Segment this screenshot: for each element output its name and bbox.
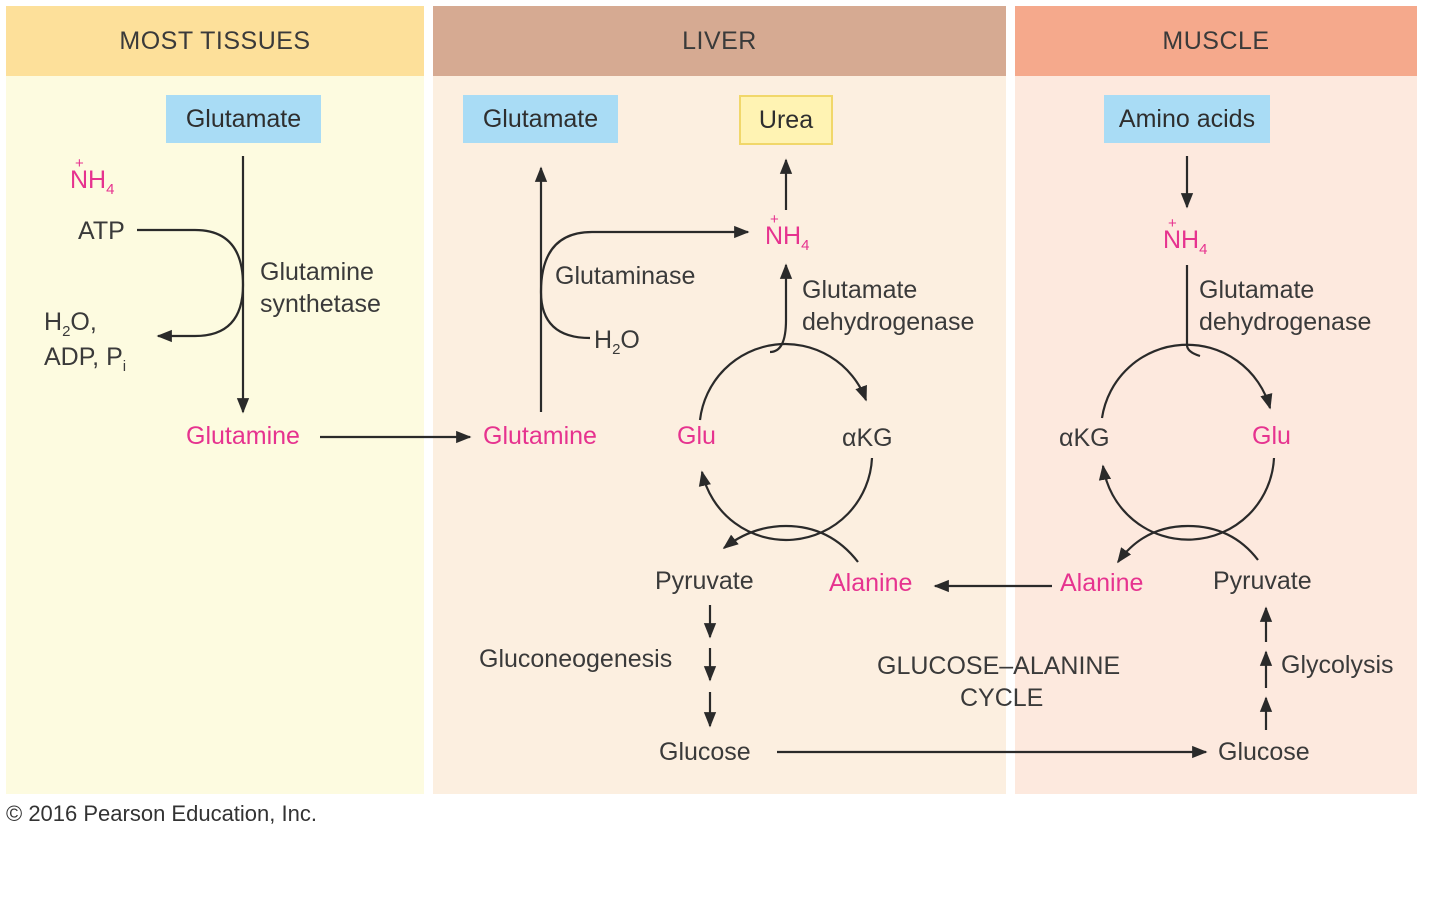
copyright-text: © 2016 Pearson Education, Inc. [6, 801, 317, 826]
h2o-sub: 2 [62, 323, 71, 340]
amino-acids-box: Amino acids [1104, 95, 1270, 143]
glycolysis-label: Glycolysis [1281, 651, 1394, 679]
liver-akg-label: αKG [842, 424, 893, 452]
muscle-nh4-sub: 4 [1199, 241, 1208, 258]
adp-pi-label: ADP, Pi [44, 343, 127, 375]
liver-upper-cycle-arc [698, 342, 868, 421]
muscle-gdh-label-1: Glutamate [1199, 276, 1315, 304]
liver-lower-cycle-arc [698, 457, 874, 542]
liver-nh4-charge: + [770, 211, 779, 228]
atp-label: ATP [78, 217, 125, 245]
cycle-label-1: GLUCOSE–ALANINE [877, 652, 1121, 680]
liver-glutamine-label: Glutamine [483, 422, 597, 450]
liver-h2o-sub: 2 [612, 341, 621, 358]
cycle-label-2: CYCLE [960, 684, 1044, 712]
h2o-text-b: O, [70, 308, 97, 336]
liver-glutamate-label: Glutamate [482, 104, 599, 133]
liver-pyruvate-label: Pyruvate [655, 567, 754, 595]
muscle-glu-label: Glu [1252, 422, 1291, 450]
muscle-upper-cycle-arc [1100, 343, 1273, 419]
liver-h2o-text-b: O [620, 326, 640, 354]
liver-h2o-label: H2O [594, 326, 640, 358]
muscle-glucose-label: Glucose [1218, 738, 1310, 766]
liver-glu-label: Glu [677, 422, 716, 450]
liver-header: LIVER [433, 6, 1006, 76]
urea-label: Urea [758, 105, 814, 134]
adp-text: ADP, P [44, 343, 123, 371]
tissues-nh4-label: NH4 + [70, 156, 115, 198]
tissues-glutamate-box: Glutamate [166, 95, 321, 143]
urea-box: Urea [739, 95, 833, 145]
liver-glucose-label: Glucose [659, 738, 751, 766]
liver-glutamate-box: Glutamate [463, 95, 618, 143]
muscle-alanine-label: Alanine [1060, 569, 1144, 597]
muscle-nh4-charge: + [1168, 215, 1177, 232]
liver-nh4-label: NH4 + [765, 212, 810, 254]
glutamine-synthetase-label-2: synthetase [260, 290, 381, 318]
tissues-glutamine-label: Glutamine [186, 422, 300, 450]
muscle-header: MUSCLE [1015, 6, 1417, 76]
h2o-label: H2O, [44, 308, 97, 340]
liver-h2o-text-a: H [594, 326, 613, 354]
liver-gdh-nh4-stem [769, 263, 793, 354]
muscle-gdh-label-2: dehydrogenase [1199, 308, 1372, 336]
muscle-nh4-label: NH4 + [1163, 216, 1208, 258]
muscle-pyruvate-to-alanine-curve [1117, 524, 1259, 564]
tissues-glutamate-label: Glutamate [185, 104, 302, 133]
tissues-nh4-charge: + [75, 155, 84, 172]
muscle-pyruvate-label: Pyruvate [1213, 567, 1312, 595]
atp-in-curve [137, 228, 245, 286]
liver-gdh-label-1: Glutamate [802, 276, 918, 304]
muscle-akg-label: αKG [1059, 424, 1110, 452]
gluconeogenesis-label: Gluconeogenesis [479, 645, 673, 673]
liver-nh4-text: NH [765, 222, 802, 250]
glutamine-synthetase-label-1: Glutamine [260, 258, 374, 286]
h2o-adp-out-curve [156, 284, 245, 343]
tissues-nh4-sub: 4 [106, 181, 115, 198]
liver-nh4-sub: 4 [801, 237, 810, 254]
glutaminase-h2o-curve [539, 291, 591, 340]
tissues-nh4-text: NH [70, 166, 107, 194]
glutaminase-nh4-curve [539, 225, 750, 293]
liver-alanine-to-pyruvate-curve [722, 524, 859, 563]
liver-gdh-label-2: dehydrogenase [802, 308, 975, 336]
h2o-text-a: H [44, 308, 63, 336]
pi-sub: i [122, 358, 127, 375]
amino-acids-label: Amino acids [1118, 104, 1256, 133]
tissues-header: MOST TISSUES [6, 6, 424, 76]
glutaminase-label: Glutaminase [555, 262, 696, 290]
liver-alanine-label: Alanine [829, 569, 913, 597]
muscle-nh4-text: NH [1163, 226, 1200, 254]
muscle-lower-cycle-arc [1098, 457, 1276, 541]
